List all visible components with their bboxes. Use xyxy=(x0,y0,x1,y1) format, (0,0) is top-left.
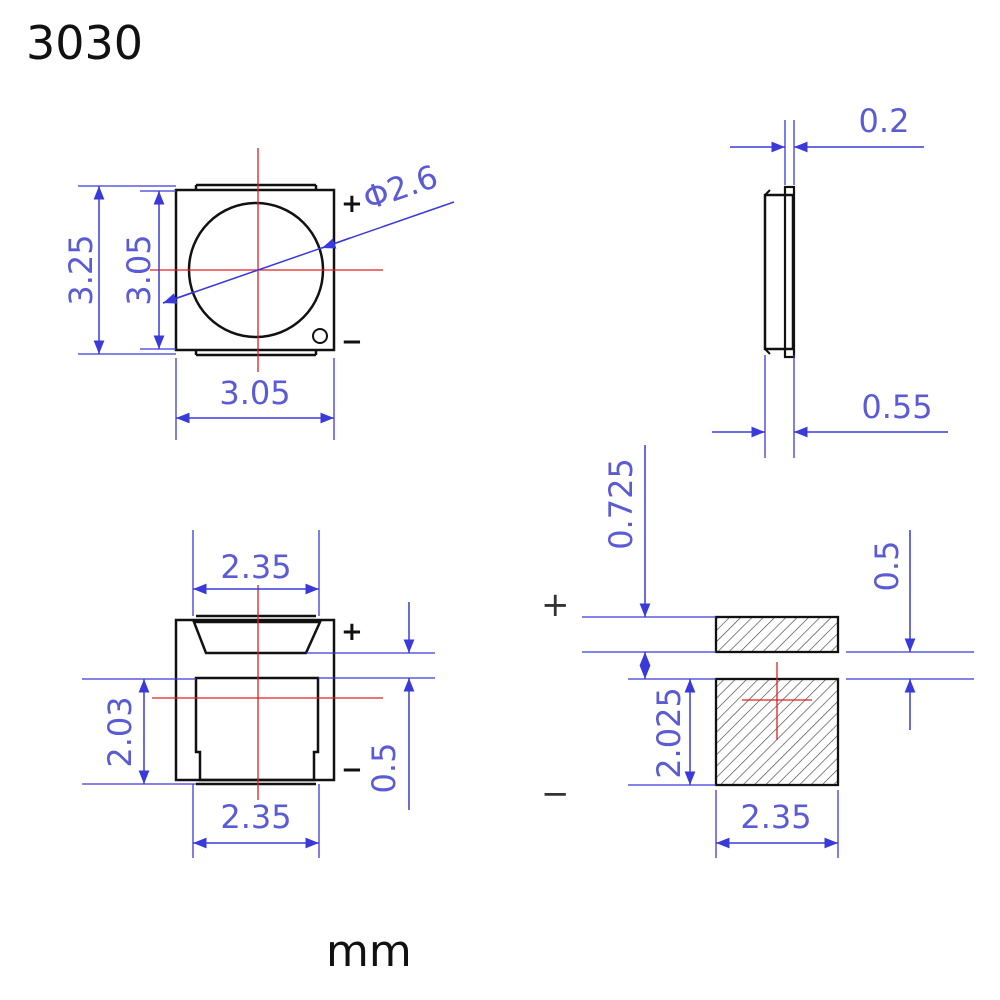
dim-top-thickness: 0.2 xyxy=(859,102,910,140)
side-view: 0.2 0.55 xyxy=(712,102,948,458)
unit-label: mm xyxy=(326,926,412,977)
anode-land xyxy=(714,615,840,654)
bottom-view: 2.35 2.35 2.03 0.5 + − xyxy=(82,530,435,858)
dim-bottom-width: 2.35 xyxy=(220,798,291,836)
plus-sign: + xyxy=(541,585,570,625)
dim-gap: 0.5 xyxy=(365,743,403,794)
plus-sign: + xyxy=(341,617,363,647)
dim-top-width: 2.35 xyxy=(220,548,291,586)
page-title: 3030 xyxy=(26,16,144,70)
side-body xyxy=(763,193,795,351)
dim-width: 3.05 xyxy=(219,374,290,412)
dim-pad-height: 2.025 xyxy=(650,687,688,779)
footprint-view: 0.725 0.5 2.025 2.35 + − xyxy=(541,445,974,858)
dim-height-outer: 3.25 xyxy=(62,234,100,305)
dim-height: 2.03 xyxy=(101,696,139,767)
minus-sign: − xyxy=(341,327,363,357)
dim-pad-gap: 0.5 xyxy=(868,541,906,592)
anode-pad xyxy=(192,620,322,655)
plus-sign: + xyxy=(341,189,363,219)
top-view: 3.25 3.05 3.05 Φ2.6 + − xyxy=(62,148,455,440)
dim-top-gap: 0.725 xyxy=(602,458,640,550)
dim-height-inner: 3.05 xyxy=(120,234,158,305)
minus-sign: − xyxy=(541,774,570,814)
minus-sign: − xyxy=(341,755,363,785)
dim-footprint-width: 2.35 xyxy=(740,798,811,836)
dim-diameter: Φ2.6 xyxy=(358,157,442,218)
cathode-mark xyxy=(312,328,328,344)
dim-bottom-thickness: 0.55 xyxy=(861,388,932,426)
cathode-pad xyxy=(194,676,320,782)
